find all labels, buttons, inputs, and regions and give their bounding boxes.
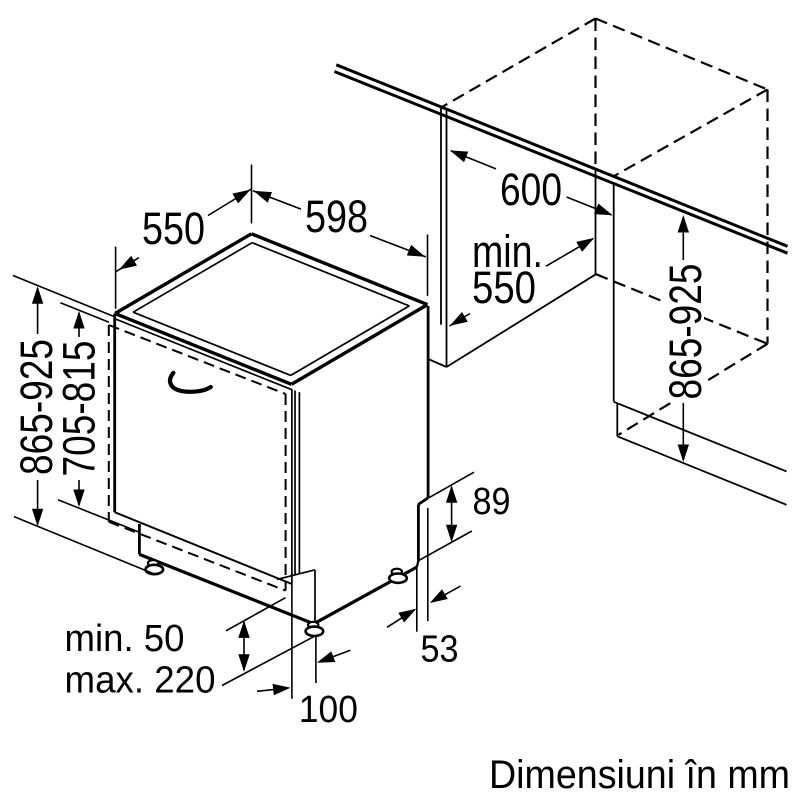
svg-text:max. 220: max. 220	[65, 660, 216, 702]
svg-text:865-925: 865-925	[11, 339, 62, 475]
svg-text:550: 550	[142, 203, 205, 254]
svg-text:min.: min.	[472, 226, 543, 277]
svg-text:100: 100	[299, 689, 358, 731]
svg-text:Dimensiuni în mm: Dimensiuni în mm	[489, 753, 790, 797]
svg-text:705-815: 705-815	[54, 341, 105, 477]
svg-text:550: 550	[472, 262, 536, 313]
svg-text:min. 50: min. 50	[65, 618, 185, 660]
svg-text:89: 89	[473, 481, 511, 523]
svg-text:865-925: 865-925	[660, 264, 711, 400]
svg-text:598: 598	[305, 191, 368, 242]
svg-text:53: 53	[421, 629, 459, 671]
svg-text:600: 600	[500, 164, 562, 215]
